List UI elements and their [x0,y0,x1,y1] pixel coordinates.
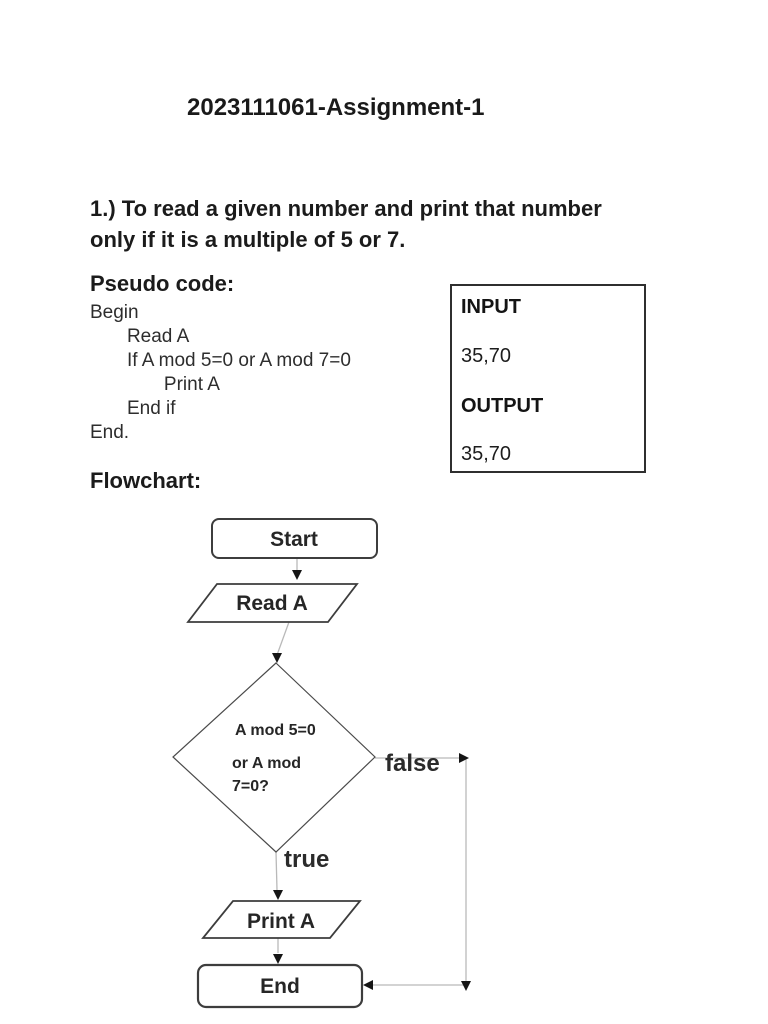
decision-line-3: 7=0? [232,778,269,795]
read-node [186,583,359,623]
pseudo-code-heading: Pseudo code: [90,271,235,296]
flowchart-heading: Flowchart: [90,468,202,493]
end-node [196,963,364,1009]
page-title: 2023111061-Assignment-1 [187,94,485,121]
arrowhead-junction-down [461,981,471,991]
false-branch-label: false [385,750,440,777]
true-branch-label: true [284,846,329,873]
problem-statement: 1.) To read a given number and print tha… [90,196,602,252]
start-node-label: Start [270,528,318,551]
input-label: INPUT [461,296,521,318]
arrowhead-into-end-top [273,954,283,964]
connector-read-to-decision [276,621,290,656]
decision-line-2: or A mod [232,755,301,772]
start-node [211,518,378,559]
input-output-box: INPUT 35,70 OUTPUT 35,70 [450,284,646,473]
output-value: 35,70 [461,443,512,465]
input-value: 35,70 [461,345,512,367]
arrowhead-false-right [459,753,469,763]
decision-node [172,662,376,853]
arrowhead-into-read [292,570,302,580]
arrowhead-into-decision [272,653,282,663]
print-node [201,900,362,939]
end-node-label: End [260,975,300,998]
pseudo-code-block: Begin Read A If A mod 5=0 or A mod 7=0 P… [90,302,351,443]
arrowhead-into-print [273,890,283,900]
connector-true-to-print [275,851,278,891]
arrowhead-into-end-right [363,980,373,990]
print-node-label: Print A [247,910,315,933]
read-node-label: Read A [236,592,308,615]
output-label: OUTPUT [461,395,544,417]
decision-line-1: A mod 5=0 [235,722,316,739]
